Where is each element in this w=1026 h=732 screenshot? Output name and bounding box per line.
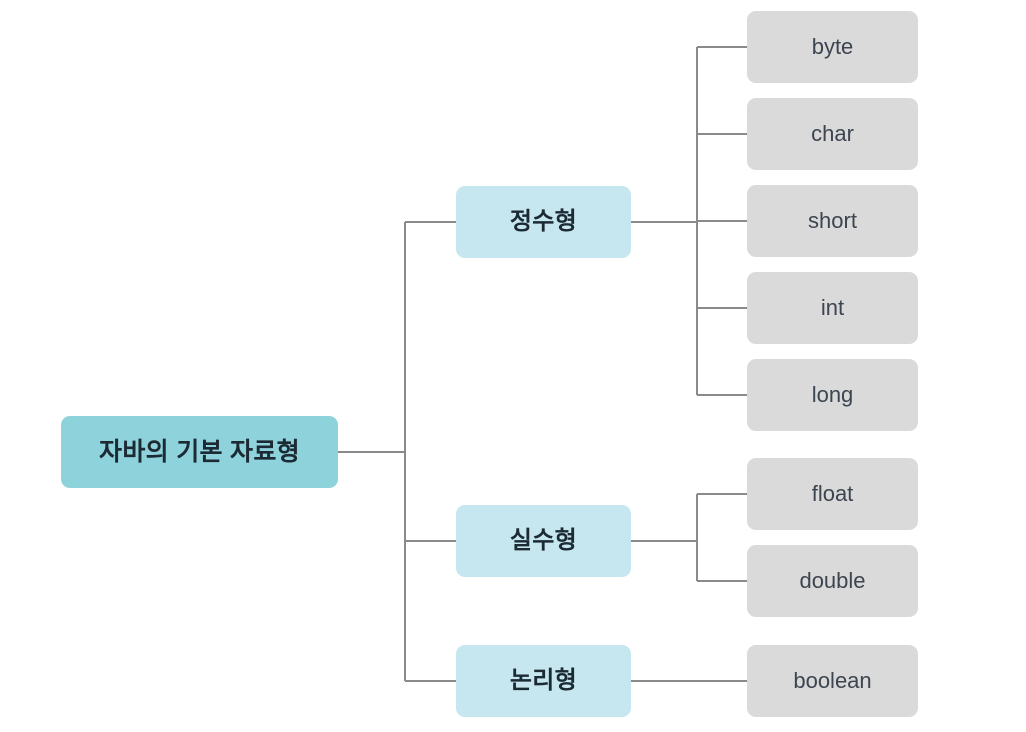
node-leaf-char-label: char bbox=[811, 121, 854, 146]
node-leaf-boolean-label: boolean bbox=[793, 668, 872, 693]
node-leaf-long[interactable]: long bbox=[747, 359, 918, 431]
node-leaf-char[interactable]: char bbox=[747, 98, 918, 170]
node-leaf-long-label: long bbox=[811, 382, 854, 407]
node-leaf-short[interactable]: short bbox=[747, 185, 918, 257]
node-leaf-byte[interactable]: byte bbox=[747, 11, 918, 83]
node-branch-2-label: 논리형 bbox=[509, 667, 578, 694]
node-leaf-double[interactable]: double bbox=[747, 545, 918, 617]
node-leaf-boolean[interactable]: boolean bbox=[747, 645, 918, 717]
node-branch-1[interactable]: 실수형 bbox=[456, 505, 631, 577]
node-leaf-double-label: double bbox=[799, 568, 866, 593]
node-branch-0-label: 정수형 bbox=[509, 208, 578, 235]
node-root-label: 자바의 기본 자료형 bbox=[99, 437, 300, 466]
node-leaf-byte-label: byte bbox=[811, 34, 854, 59]
node-leaf-int-label: int bbox=[820, 295, 845, 320]
node-leaf-float-label: float bbox=[811, 481, 854, 506]
node-branch-0[interactable]: 정수형 bbox=[456, 186, 631, 258]
node-leaf-float[interactable]: float bbox=[747, 458, 918, 530]
node-branch-2[interactable]: 논리형 bbox=[456, 645, 631, 717]
node-root-java-primitive-types[interactable]: 자바의 기본 자료형 bbox=[61, 416, 338, 488]
node-branch-1-label: 실수형 bbox=[509, 527, 578, 554]
node-leaf-int[interactable]: int bbox=[747, 272, 918, 344]
node-leaf-short-label: short bbox=[808, 208, 857, 233]
